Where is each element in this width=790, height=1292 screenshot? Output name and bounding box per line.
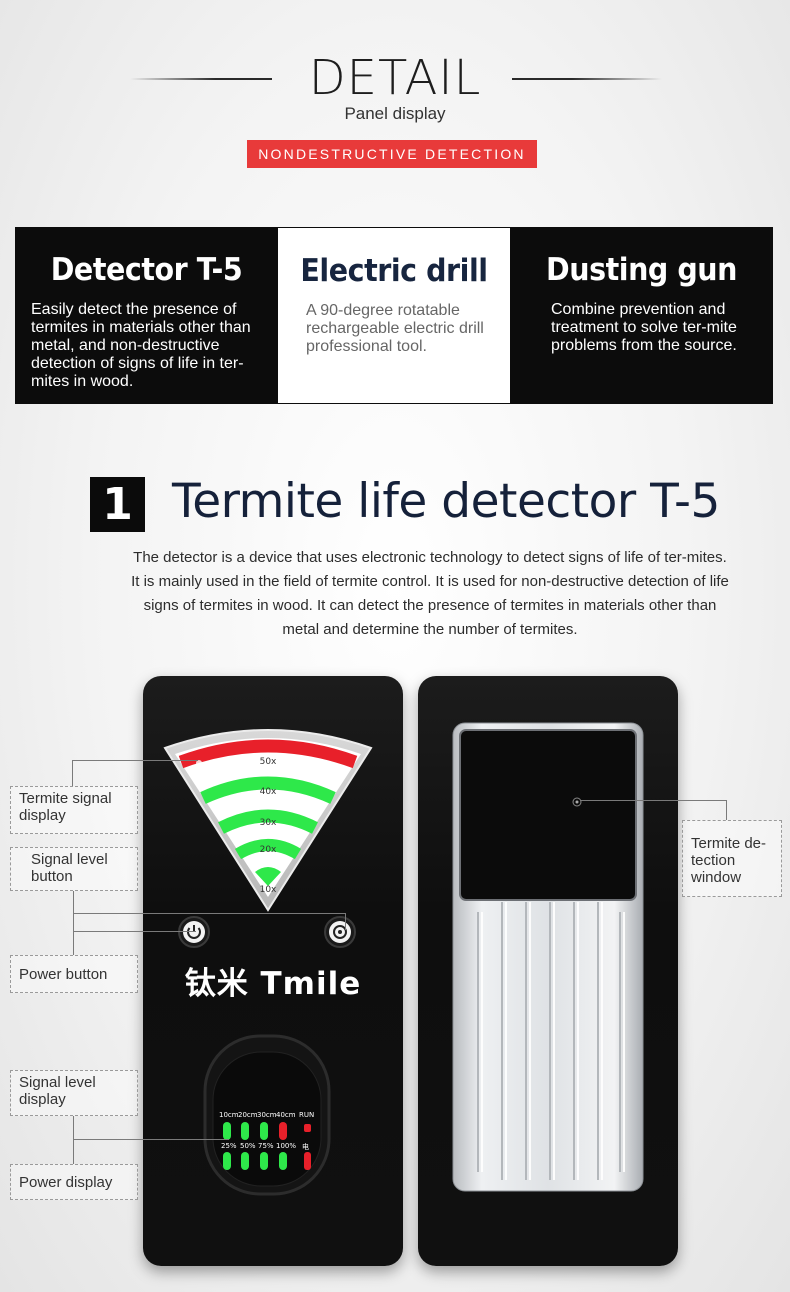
page-title: DETAIL xyxy=(308,50,482,106)
power-icon xyxy=(187,927,201,939)
panel-detector: Detector T-5 Easily detect the presence … xyxy=(15,227,278,404)
scale-label-40x: 40x xyxy=(260,787,277,797)
led-power-1 xyxy=(223,1152,231,1170)
scale-label-10x: 10x xyxy=(260,885,277,895)
signal-arc-50x xyxy=(178,739,358,769)
power-label-25: 25% xyxy=(221,1142,237,1150)
signal-arc-10x xyxy=(255,867,281,886)
led-power-4 xyxy=(279,1152,287,1170)
led-run xyxy=(304,1124,311,1132)
panel-drill: Electric drill A 90-degree rotatable rec… xyxy=(278,227,510,404)
panel-detector-title: Detector T-5 xyxy=(50,252,243,288)
indicator-window xyxy=(203,1034,331,1196)
callout-signal-level-button: Signal level button xyxy=(10,847,138,891)
led-indicators xyxy=(223,1122,311,1170)
scale-label-50x: 50x xyxy=(260,757,277,767)
section-description: The detector is a device that uses elect… xyxy=(131,549,729,638)
section-tag: NONDESTRUCTIVE DETECTION xyxy=(247,140,537,168)
distance-label-30cm: 30cm xyxy=(257,1111,277,1119)
callout-signal-level-display: Signal level display xyxy=(10,1070,138,1116)
panel-dusting-gun-text: Combine prevention and treatment to solv… xyxy=(551,301,737,355)
panel-drill-text: A 90-degree rotatable rechargeable elect… xyxy=(306,302,484,356)
leader-signal-h xyxy=(72,760,198,761)
signal-arc-30x xyxy=(218,809,318,834)
callout-termite-signal-display: Termite signal display xyxy=(10,786,138,834)
callout-termite-detection-window: Termite de-tection window xyxy=(682,820,782,897)
leader-buttons-v xyxy=(73,891,74,955)
leader-power-button-h xyxy=(73,931,196,932)
power-label-100: 100% xyxy=(276,1142,297,1150)
termite-signal-display: 50x 40x 30x 20x 10x xyxy=(163,729,373,912)
led-signal-2 xyxy=(241,1122,249,1140)
led-signal-4 xyxy=(279,1122,287,1140)
signal-arc-20x xyxy=(234,839,302,860)
power-label-electric: 电 xyxy=(302,1143,309,1151)
page-subtitle: Panel display xyxy=(344,104,446,123)
brand-logo: 钛米 Tmile xyxy=(184,966,362,1002)
power-label-50: 50% xyxy=(240,1142,256,1150)
signal-level-icon xyxy=(333,925,347,939)
led-electric xyxy=(304,1152,311,1170)
signal-arc-40x xyxy=(200,776,336,804)
callout-power-button: Power button xyxy=(10,955,138,993)
led-power-3 xyxy=(260,1152,268,1170)
section-title: Termite life detector T-5 xyxy=(172,474,720,529)
detector-back-plate xyxy=(452,722,644,1192)
leader-window-v xyxy=(726,800,727,820)
distance-label-run: RUN xyxy=(299,1111,315,1119)
distance-label-20cm: 20cm xyxy=(238,1111,258,1119)
power-button[interactable] xyxy=(176,914,212,950)
signal-level-button[interactable] xyxy=(322,914,358,950)
led-power-2 xyxy=(241,1152,249,1170)
scale-label-20x: 20x xyxy=(260,845,277,855)
panel-dusting-gun: Dusting gun Combine prevention and treat… xyxy=(510,227,773,404)
leader-display-v xyxy=(73,1116,74,1164)
scale-label-30x: 30x xyxy=(260,818,277,828)
callout-dot-window xyxy=(572,797,582,807)
panel-drill-title: Electric drill xyxy=(300,253,488,289)
callout-power-display: Power display xyxy=(10,1164,138,1200)
leader-signal-v xyxy=(72,760,73,786)
leader-signal-button-v xyxy=(345,913,346,930)
header-line-right xyxy=(512,78,662,80)
leader-signal-button-h xyxy=(73,913,345,914)
leader-display-h xyxy=(73,1139,229,1140)
leader-window-h xyxy=(581,800,727,801)
led-signal-3 xyxy=(260,1122,268,1140)
header-line-left xyxy=(130,78,272,80)
callout-dot-signal xyxy=(196,760,202,766)
distance-label-10cm: 10cm xyxy=(219,1111,239,1119)
power-label-75: 75% xyxy=(258,1142,274,1150)
led-signal-1 xyxy=(223,1122,231,1140)
termite-detection-window xyxy=(459,729,637,901)
distance-label-40cm: 40cm xyxy=(276,1111,296,1119)
panel-dusting-gun-title: Dusting gun xyxy=(546,252,737,288)
section-number: 1 xyxy=(90,477,145,532)
panel-detector-text: Easily detect the presence of termites i… xyxy=(31,301,251,391)
